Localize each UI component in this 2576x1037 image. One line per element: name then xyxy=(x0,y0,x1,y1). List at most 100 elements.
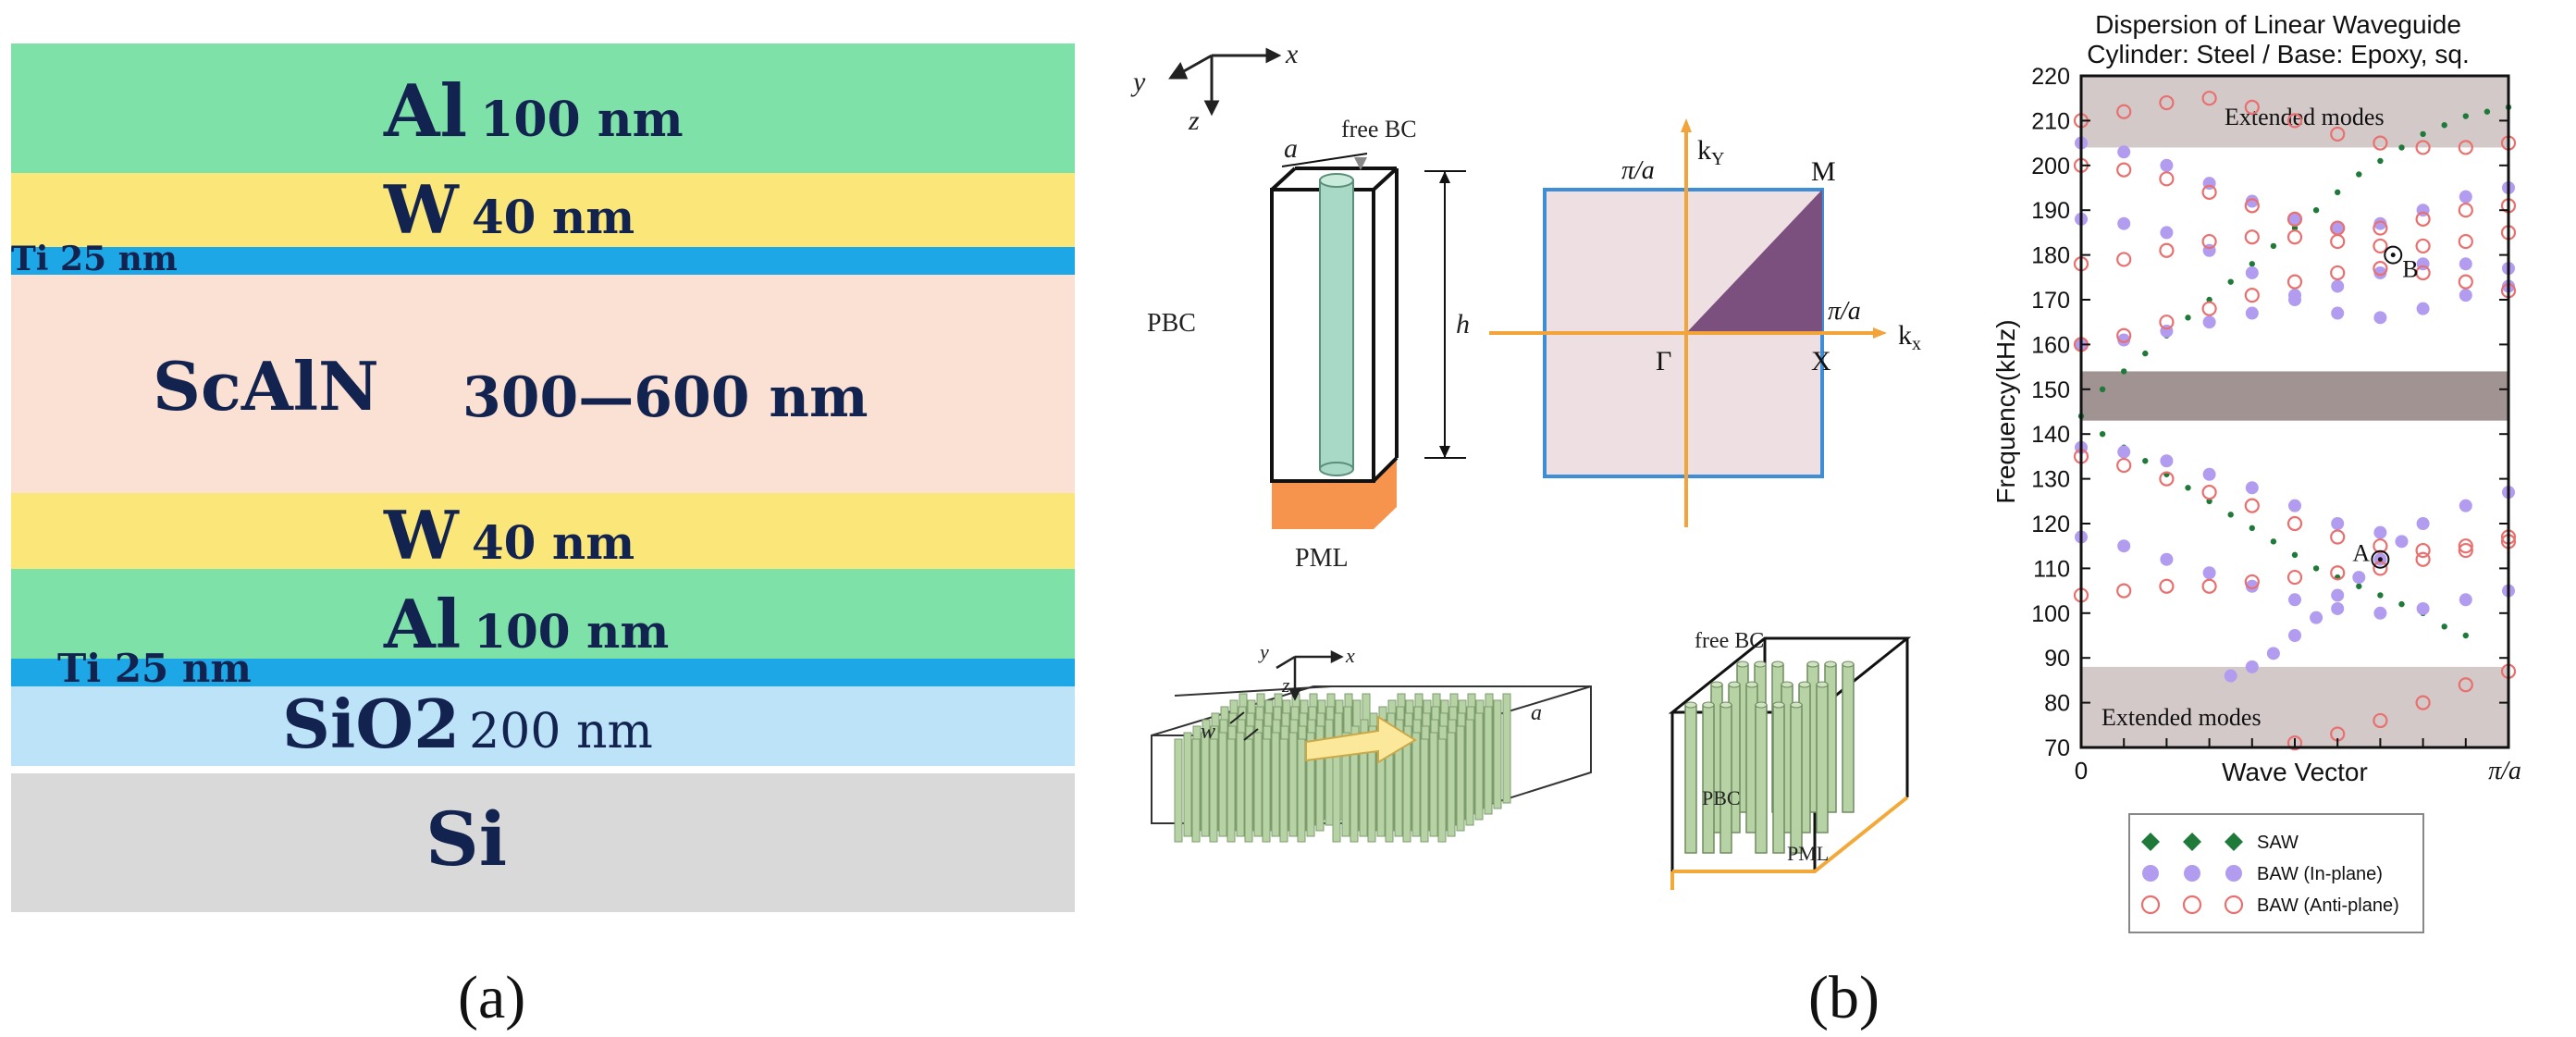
point-baw-anti-plane xyxy=(2244,574,2260,590)
point-baw-in-plane xyxy=(2331,601,2345,615)
bz-pi-a-right: π/a xyxy=(1828,297,1861,326)
point-baw-in-plane xyxy=(2373,265,2387,279)
supercell-pillar-top xyxy=(1816,681,1829,688)
layer-ti-bottom xyxy=(11,659,1075,686)
supercell-pillar-top xyxy=(1710,681,1723,688)
point-baw-in-plane xyxy=(2459,593,2472,607)
point-baw-in-plane xyxy=(2331,517,2345,530)
point-baw-anti-plane xyxy=(2458,203,2473,218)
y-tick-label: 210 xyxy=(2031,108,2070,134)
point-baw-anti-plane xyxy=(2201,301,2217,316)
point-baw-in-plane xyxy=(2331,588,2345,602)
pillar xyxy=(1279,738,1288,843)
bz-kx-label: k xyxy=(1898,320,1912,351)
point-baw-in-plane xyxy=(2373,606,2387,620)
point-baw-anti-plane xyxy=(2116,104,2132,119)
supercell-pillar-top xyxy=(1745,681,1758,688)
region-label: Extended modes xyxy=(2101,704,2262,731)
svg-text:W40 nm: W40 nm xyxy=(383,170,635,249)
slab-w-label: w xyxy=(1201,720,1215,744)
pillar xyxy=(1191,738,1201,843)
point-baw-in-plane xyxy=(2459,289,2472,302)
point-saw xyxy=(2249,261,2255,267)
point-baw-anti-plane xyxy=(2286,274,2303,290)
point-baw-anti-plane xyxy=(2244,198,2260,214)
x-tick-label-0: 0 xyxy=(2075,757,2088,784)
point-baw-anti-plane xyxy=(2458,140,2473,155)
point-baw-in-plane xyxy=(2202,467,2216,481)
point-saw xyxy=(2398,144,2405,151)
point-baw-anti-plane xyxy=(2415,265,2431,281)
point-baw-in-plane xyxy=(2202,315,2216,329)
pillar xyxy=(1437,738,1447,843)
supercell-pillar-top xyxy=(1728,681,1741,688)
pillar xyxy=(1253,732,1263,837)
point-saw xyxy=(2312,207,2320,214)
point-baw-in-plane xyxy=(2459,257,2472,271)
pillar xyxy=(1226,738,1236,843)
point-baw-anti-plane xyxy=(2159,578,2175,594)
point-baw-in-plane xyxy=(2266,647,2280,660)
pillar xyxy=(1174,738,1183,843)
supercell-pillar-top xyxy=(1771,660,1784,668)
point-baw-in-plane xyxy=(2245,481,2259,495)
supercell-pillar-top xyxy=(1755,701,1768,709)
point-saw xyxy=(2462,632,2469,639)
layer-al-top xyxy=(11,43,1075,173)
annotation-label: B xyxy=(2402,256,2418,283)
supercell-pillar xyxy=(1842,663,1855,813)
point-saw xyxy=(2377,157,2384,165)
point-baw-anti-plane xyxy=(2116,457,2132,474)
point-baw-anti-plane xyxy=(2286,113,2303,129)
supercell-pillar xyxy=(1790,704,1803,854)
point-baw-in-plane xyxy=(2288,629,2301,642)
point-baw-anti-plane xyxy=(2330,126,2346,142)
svg-text:kY: kY xyxy=(1697,135,1724,169)
layer-w-bottom xyxy=(11,493,1075,569)
point-baw-in-plane xyxy=(2160,454,2174,468)
point-baw-anti-plane xyxy=(2286,515,2303,532)
layer-al-top-thickness: 100 nm xyxy=(480,92,683,148)
y-tick-label: 170 xyxy=(2031,288,2070,314)
point-saw xyxy=(2142,458,2149,464)
point-baw-in-plane xyxy=(2245,265,2259,279)
point-baw-anti-plane xyxy=(2415,238,2431,254)
point-baw-in-plane xyxy=(2160,552,2174,566)
point-baw-in-plane xyxy=(2416,601,2430,615)
pml-block xyxy=(1272,458,1397,529)
pillar xyxy=(1456,725,1465,832)
layer-si-name: Si xyxy=(425,796,507,883)
point-baw-anti-plane xyxy=(2244,229,2260,245)
pillar xyxy=(1502,693,1511,804)
layer-si xyxy=(11,773,1075,912)
point-baw-anti-plane xyxy=(2330,565,2346,581)
supercell-pillar-top xyxy=(1719,701,1732,709)
point-saw xyxy=(2099,386,2106,392)
point-saw xyxy=(2185,315,2191,321)
annotation-dot xyxy=(2390,253,2396,258)
brillouin-zone: kY kx π/a π/a Γ X M xyxy=(1489,118,1921,527)
point-baw-in-plane xyxy=(2117,216,2131,230)
point-baw-in-plane xyxy=(2117,145,2131,159)
point-saw xyxy=(2420,130,2426,138)
layer-w-top-thickness: 40 nm xyxy=(472,190,635,244)
layer-ti-top-label: Ti 25 nm xyxy=(11,240,178,278)
point-baw-anti-plane xyxy=(2116,252,2132,267)
point-saw xyxy=(2441,122,2447,129)
unit-cell-x-label: x xyxy=(1285,39,1299,69)
unit-cell-free-bc-label: free BC xyxy=(1341,116,1417,142)
pillar xyxy=(1484,706,1493,815)
point-saw xyxy=(2227,512,2234,518)
pillar xyxy=(1429,732,1438,837)
point-baw-in-plane xyxy=(2160,158,2174,172)
point-baw-in-plane xyxy=(2331,279,2345,293)
supercell-pillars xyxy=(1684,660,1855,854)
panel-a-label: (a) xyxy=(458,964,525,1031)
point-baw-anti-plane xyxy=(2415,542,2431,559)
y-axis-label: Frequency(kHz) xyxy=(1991,319,2020,503)
supercell-pillar-top xyxy=(1754,660,1767,668)
annotation-marker xyxy=(2371,549,2390,569)
